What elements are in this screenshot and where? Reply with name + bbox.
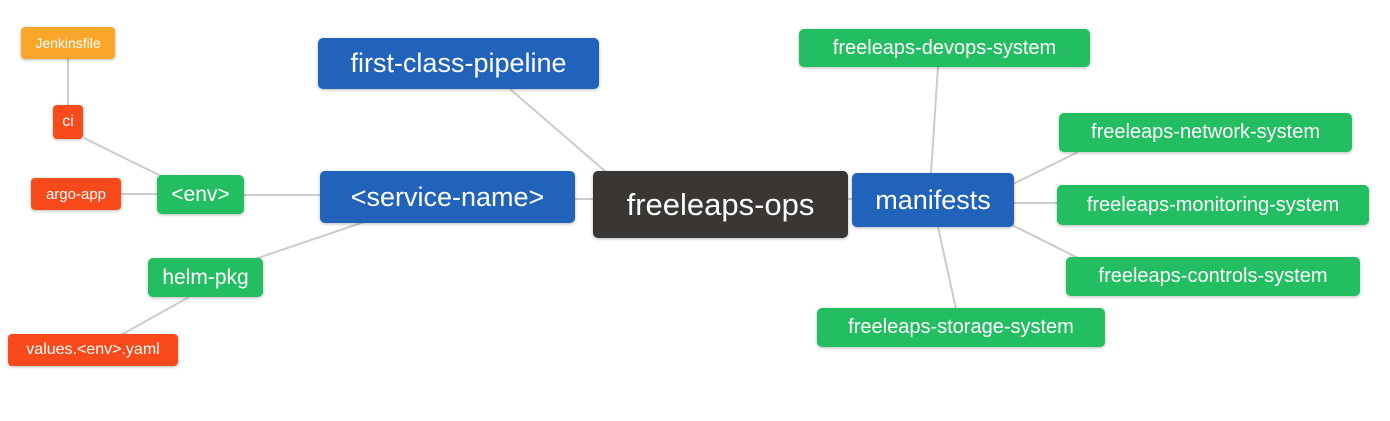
node-values-env-yaml[interactable]: values.<env>.yaml [8, 334, 178, 366]
node-freeleaps-monitoring-system[interactable]: freeleaps-monitoring-system [1057, 185, 1369, 225]
node-label: <env> [171, 182, 230, 206]
edge-service-name-helm-pkg [251, 221, 365, 261]
node-label: <service-name> [350, 181, 545, 212]
node-freeleaps-devops-system[interactable]: freeleaps-devops-system [799, 29, 1090, 67]
node-argo-app[interactable]: argo-app [31, 178, 121, 210]
node-label: freeleaps-monitoring-system [1086, 193, 1340, 216]
node-ci[interactable]: ci [53, 105, 83, 139]
edge-pipeline-ops [509, 88, 607, 173]
node-label: freeleaps-storage-system [848, 316, 1074, 338]
node-freeleaps-network-system[interactable]: freeleaps-network-system [1059, 113, 1352, 152]
node-label: argo-app [45, 185, 107, 203]
node-jenkinsfile[interactable]: Jenkinsfile [21, 27, 115, 59]
node-first-class-pipeline[interactable]: first-class-pipeline [318, 38, 599, 89]
node-service-name[interactable]: <service-name> [320, 171, 575, 223]
edge-manifests-devops [930, 65, 939, 175]
edge-ci-env [83, 137, 164, 178]
edge-manifests-network [1012, 151, 1079, 185]
edge-manifests-storage [937, 226, 957, 310]
node-freeleaps-ops-root[interactable]: freeleaps-ops [593, 171, 848, 238]
node-label: freeleaps-network-system [1091, 121, 1320, 143]
node-helm-pkg[interactable]: helm-pkg [148, 258, 263, 297]
edge-helm-pkg-values [120, 296, 190, 336]
node-label: freeleaps-ops [626, 186, 815, 222]
node-manifests[interactable]: manifests [852, 173, 1014, 227]
edge-manifests-controls [1011, 224, 1079, 259]
node-freeleaps-controls-system[interactable]: freeleaps-controls-system [1066, 257, 1360, 296]
node-label: helm-pkg [162, 265, 249, 289]
node-label: Jenkinsfile [35, 35, 101, 51]
node-label: first-class-pipeline [350, 48, 567, 78]
node-freeleaps-storage-system[interactable]: freeleaps-storage-system [817, 308, 1105, 347]
node-label: values.<env>.yaml [26, 341, 160, 358]
node-env[interactable]: <env> [157, 175, 244, 214]
node-label: freeleaps-devops-system [832, 36, 1057, 59]
node-label: ci [62, 113, 74, 130]
node-label: manifests [875, 184, 991, 215]
node-label: freeleaps-controls-system [1098, 265, 1328, 287]
